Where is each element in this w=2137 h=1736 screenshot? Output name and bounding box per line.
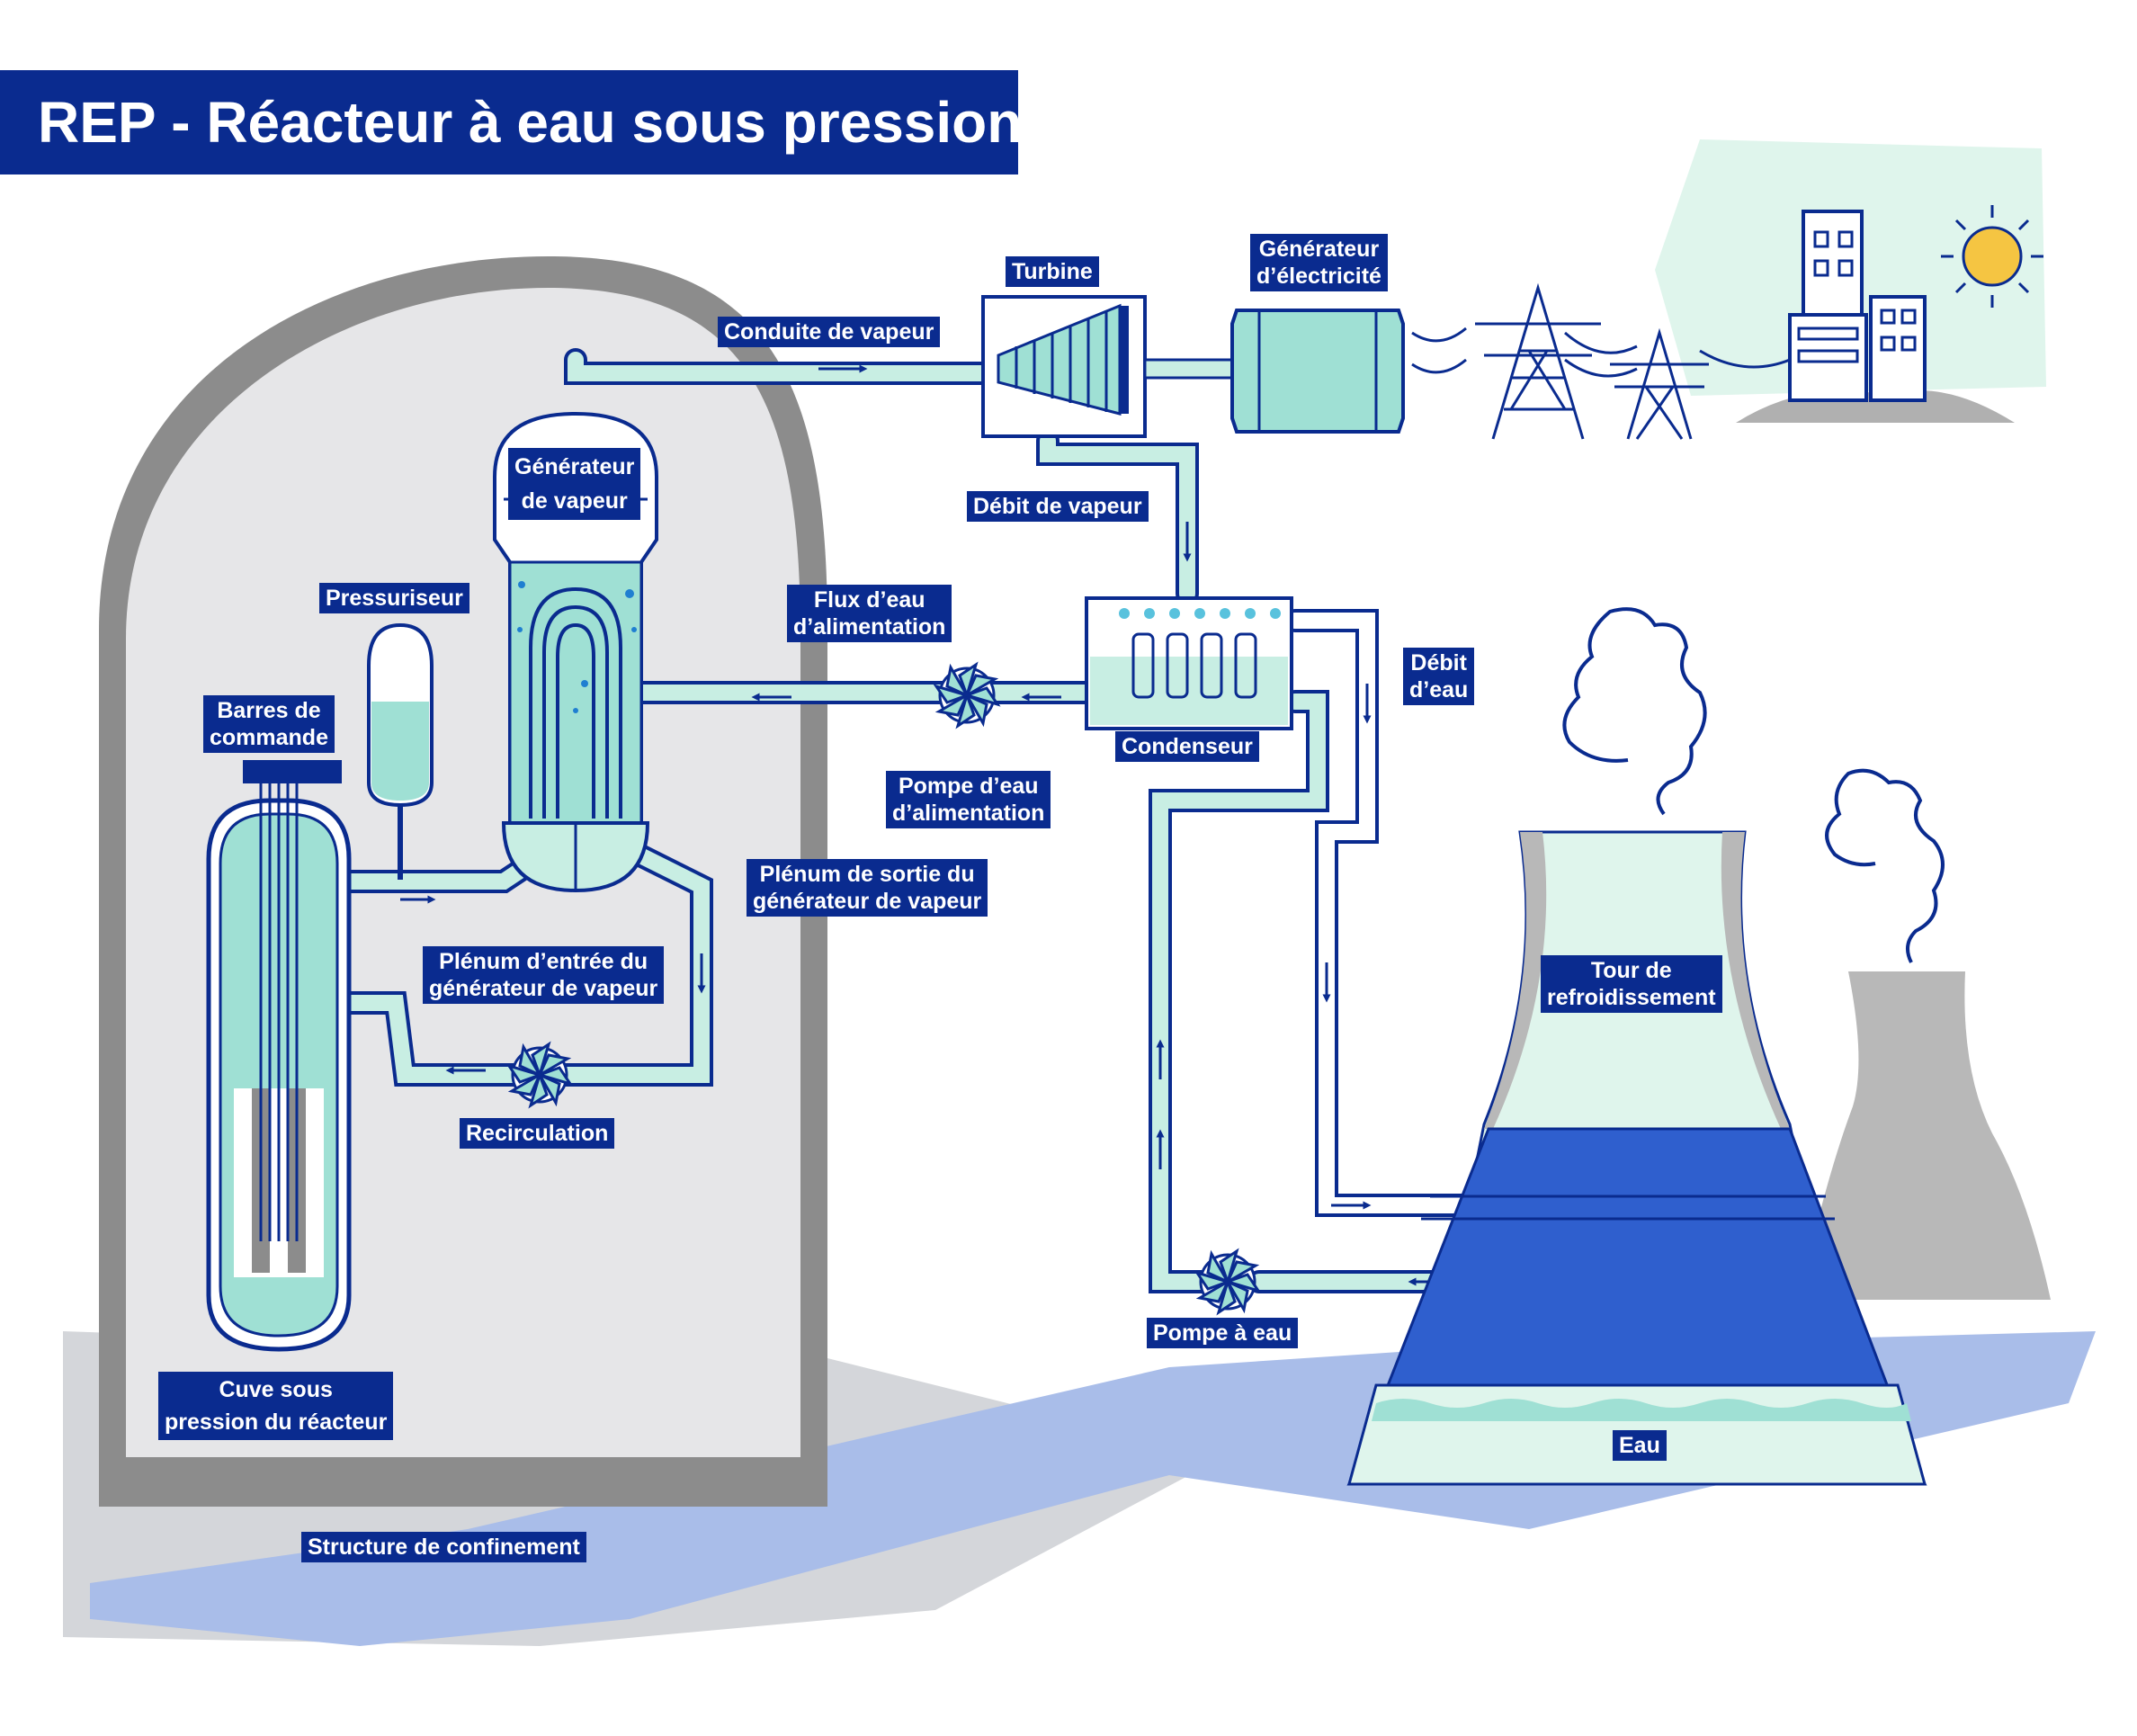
reactor-vessel-label-line1: Cuve sous: [219, 1377, 333, 1402]
pressurizer-label-text: Pressuriseur: [326, 586, 463, 611]
page-title: REP - Réacteur à eau sous pression: [38, 90, 1023, 155]
electricity-generator: [1230, 309, 1405, 434]
feed-pump-label-line1: Pompe d’eau: [898, 774, 1039, 799]
feedwater-pump: [933, 661, 1001, 729]
water-pump: [1194, 1248, 1262, 1316]
water-flow-label-line2: d’eau: [1409, 677, 1469, 702]
condenser-label-text: Condenseur: [1122, 734, 1253, 759]
feed-pump-label-line2: d’alimentation: [892, 801, 1045, 826]
water-label: Eau: [1613, 1430, 1667, 1461]
reactor-vessel: [206, 760, 352, 1352]
turbine-label-text: Turbine: [1012, 259, 1093, 284]
city: [1736, 205, 2043, 423]
condenser-label: Condenseur: [1115, 731, 1259, 762]
steam-flow-label: Débit de vapeur: [967, 491, 1149, 522]
steam-flow-label-text: Débit de vapeur: [973, 494, 1142, 519]
feedwater-flow-label-line1: Flux d’eau: [813, 587, 925, 613]
inlet-plenum-label-line2: générateur de vapeur: [429, 976, 658, 1001]
condenser: [1085, 596, 1293, 730]
water-pump-label-text: Pompe à eau: [1153, 1320, 1292, 1346]
cooling-tower-label-line2: refroidissement: [1547, 985, 1716, 1010]
electricity-generator-label-line1: Générateur: [1258, 237, 1380, 262]
outlet-plenum-label-line2: générateur de vapeur: [753, 889, 982, 914]
outlet-plenum-label-line1: Plénum de sortie du: [759, 862, 975, 887]
reactor-vessel-label-line2: pression du réacteur: [165, 1409, 388, 1435]
steam-generator-label-line1: Générateur: [514, 454, 635, 479]
turbine-label: Turbine: [1006, 256, 1099, 287]
containment-label-text: Structure de confinement: [308, 1535, 580, 1560]
turbine: [981, 295, 1237, 438]
cooling-towers: [1346, 830, 2051, 1486]
recirculation-label: Recirculation: [460, 1118, 615, 1149]
water-pump-label: Pompe à eau: [1147, 1318, 1299, 1348]
title-banner: REP - Réacteur à eau sous pression: [0, 70, 1022, 174]
steam-generator-label: Générateur de vapeur: [508, 448, 641, 520]
pressurizer-label: Pressuriseur: [319, 583, 469, 613]
recirculation-pump: [505, 1041, 574, 1109]
steam-generator-label-line2: de vapeur: [521, 488, 628, 514]
feedwater-flow-label-line2: d’alimentation: [793, 614, 946, 640]
pressurizer: [367, 622, 434, 880]
steam-line-label-text: Conduite de vapeur: [724, 319, 934, 345]
recirculation-label-text: Recirculation: [466, 1121, 609, 1146]
water-label-text: Eau: [1619, 1433, 1660, 1458]
inlet-plenum-label-line1: Plénum d’entrée du: [439, 949, 648, 974]
reactor-vessel-label: Cuve sous pression du réacteur: [158, 1372, 394, 1440]
cooling-tower-label-line1: Tour de: [1590, 958, 1672, 983]
power-lines: [1411, 282, 1791, 440]
steam-line-label: Conduite de vapeur: [718, 317, 941, 347]
water-flow-label-line1: Débit: [1410, 650, 1467, 676]
containment-label: Structure de confinement: [301, 1532, 586, 1562]
control-rods-label-line2: commande: [210, 725, 328, 750]
control-rods-label-line1: Barres de: [217, 698, 321, 723]
smoke: [1562, 607, 1945, 963]
electricity-generator-label-line2: d’électricité: [1256, 264, 1381, 289]
